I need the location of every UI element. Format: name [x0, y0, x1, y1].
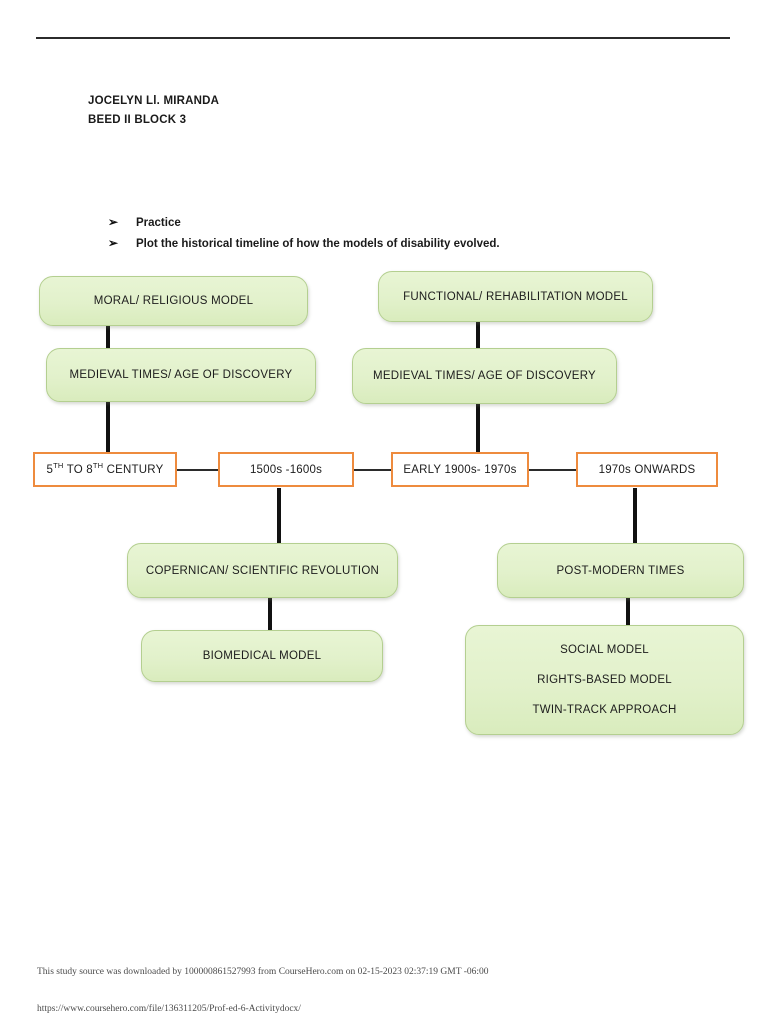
arrow-bullet-icon: ➢: [108, 236, 119, 250]
node-copernican-scientific-revolution: COPERNICAN/ SCIENTIFIC REVOLUTION: [127, 543, 398, 598]
node-post-modern-times: POST-MODERN TIMES: [497, 543, 744, 598]
connector-moral-to-medieval-left: [106, 322, 110, 354]
connector-period1-to-period2: [176, 469, 219, 471]
connector-medieval-right-to-period3: [476, 402, 480, 452]
connector-period2-to-period3: [353, 469, 392, 471]
student-header: JOCELYN Ll. MIRANDA BEED II BLOCK 3: [88, 92, 219, 130]
connector-period3-to-period4: [528, 469, 577, 471]
list-item: ➢ Practice: [108, 212, 500, 233]
node-functional-rehabilitation-model: FUNCTIONAL/ REHABILITATION MODEL: [378, 271, 653, 322]
instruction-list: ➢ Practice ➢ Plot the historical timelin…: [108, 212, 500, 254]
page-top-divider: [36, 37, 730, 39]
connector-period2-to-copernican: [277, 488, 281, 544]
connector-period4-to-postmodern: [633, 488, 637, 544]
node-period-early-1900s-1970s: EARLY 1900s- 1970s: [391, 452, 529, 487]
instruction-text-practice: Practice: [136, 217, 181, 229]
connector-functional-to-medieval-right: [476, 318, 480, 348]
modern-model-line-twin-track: TWIN-TRACK APPROACH: [532, 704, 677, 716]
connector-medieval-left-to-period1: [106, 400, 110, 452]
node-period-1500s-1600s: 1500s -1600s: [218, 452, 354, 487]
node-medieval-times-right: MEDIEVAL TIMES/ AGE OF DISCOVERY: [352, 348, 617, 404]
list-item: ➢ Plot the historical timeline of how th…: [108, 233, 500, 254]
node-period-5th-8th-century: 5TH TO 8TH CENTURY: [33, 452, 177, 487]
node-modern-models: SOCIAL MODEL RIGHTS-BASED MODEL TWIN-TRA…: [465, 625, 744, 735]
modern-model-line-social: SOCIAL MODEL: [560, 644, 649, 656]
connector-copernican-to-biomedical: [268, 597, 272, 633]
arrow-bullet-icon: ➢: [108, 215, 119, 229]
student-class: BEED II BLOCK 3: [88, 114, 187, 126]
connector-postmodern-to-modern-models: [626, 597, 630, 627]
node-moral-religious-model: MORAL/ RELIGIOUS MODEL: [39, 276, 308, 326]
download-notice: This study source was downloaded by 1000…: [37, 967, 489, 977]
instruction-text-plot-timeline: Plot the historical timeline of how the …: [136, 238, 500, 250]
node-period-1970s-onwards: 1970s ONWARDS: [576, 452, 718, 487]
period-label-5th-8th-century: 5TH TO 8TH CENTURY: [46, 460, 164, 476]
modern-model-line-rights-based: RIGHTS-BASED MODEL: [537, 674, 672, 686]
student-name: JOCELYN Ll. MIRANDA: [88, 95, 220, 107]
source-url[interactable]: https://www.coursehero.com/file/13631120…: [37, 1004, 301, 1014]
node-medieval-times-left: MEDIEVAL TIMES/ AGE OF DISCOVERY: [46, 348, 316, 402]
node-biomedical-model: BIOMEDICAL MODEL: [141, 630, 383, 682]
